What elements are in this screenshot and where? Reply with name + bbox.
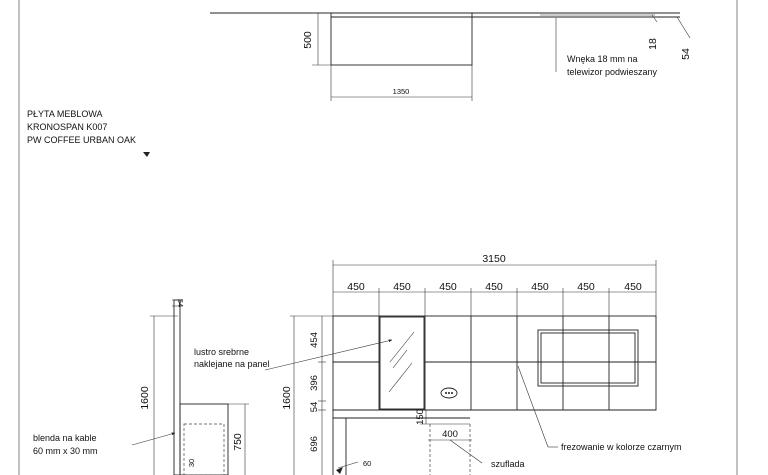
side-cabinet-inner bbox=[183, 423, 225, 475]
material-note: PŁYTA MEBLOWA KRONOSPAN K007 PW COFFEE U… bbox=[27, 109, 150, 157]
mirror-reflection-1 bbox=[389, 331, 415, 363]
milling-leader bbox=[517, 365, 549, 448]
mirror-reflection-2 bbox=[392, 349, 408, 369]
tv-outer bbox=[537, 329, 639, 387]
milling-note: frezowanie w kolorze czarnym bbox=[561, 442, 682, 452]
module-dim-6: 450 bbox=[577, 281, 595, 293]
blend-note-line2: 60 mm x 30 mm bbox=[33, 446, 98, 456]
side-cabinet bbox=[179, 403, 229, 475]
panel-part-2: 396 bbox=[309, 375, 320, 391]
drawer-note: szuflada bbox=[491, 459, 525, 469]
socket-pin-3 bbox=[451, 392, 453, 394]
width-dim-label: 1350 bbox=[393, 87, 410, 96]
offset-dim-leader bbox=[676, 16, 691, 39]
side-height-label: 1600 bbox=[139, 386, 151, 410]
side-small-dim-60: 60 bbox=[363, 459, 371, 468]
top-view-cabinet bbox=[330, 12, 473, 66]
panel-part-4: 696 bbox=[309, 436, 320, 452]
front-view: 3150 450 450 450 450 450 450 450 bbox=[194, 253, 682, 475]
mirror-reflection-3 bbox=[388, 362, 413, 393]
blend-note-line1: blenda na kable bbox=[33, 433, 97, 443]
mirror-note-leader bbox=[264, 339, 393, 371]
drawer-offset-label: 150 bbox=[415, 409, 426, 425]
socket-icon bbox=[440, 387, 458, 399]
top-view: 500 1350 Wnęka 18 mm na telewizor podwie… bbox=[210, 12, 692, 101]
dim-arrow-icon bbox=[336, 467, 343, 474]
recess-dim-leader bbox=[651, 14, 658, 23]
recess-note-line2: telewizor podwieszany bbox=[567, 67, 658, 77]
total-width-label: 3150 bbox=[482, 253, 506, 265]
material-line1: PŁYTA MEBLOWA bbox=[27, 109, 103, 119]
material-line2: KRONOSPAN K007 bbox=[27, 122, 107, 132]
small-dim-60-leader bbox=[337, 461, 359, 469]
blend-leader bbox=[131, 432, 176, 446]
panel-height-label: 1600 bbox=[281, 386, 293, 410]
module-dim-3: 450 bbox=[439, 281, 457, 293]
depth-dim-label: 500 bbox=[302, 31, 314, 49]
module-dim-1: 450 bbox=[347, 281, 365, 293]
side-wall-panel bbox=[173, 299, 181, 475]
side-top-thickness-label: 54 bbox=[176, 299, 185, 307]
socket-pin-2 bbox=[448, 392, 450, 394]
panel-part-3: 54 bbox=[309, 402, 320, 413]
material-arrow-icon bbox=[143, 152, 150, 157]
drawer-leader bbox=[449, 439, 483, 464]
drawer-width-label: 400 bbox=[442, 429, 458, 440]
socket-pin-1 bbox=[445, 392, 447, 394]
panel-part-1: 454 bbox=[309, 332, 320, 348]
module-dim-2: 450 bbox=[393, 281, 411, 293]
module-dim-5: 450 bbox=[531, 281, 549, 293]
module-dim-4: 450 bbox=[485, 281, 503, 293]
mirror-note-line1: lustro srebrne bbox=[194, 347, 249, 357]
module-dim-7: 450 bbox=[624, 281, 642, 293]
side-small-dim-30: 30 bbox=[187, 459, 196, 467]
material-line3: PW COFFEE URBAN OAK bbox=[27, 135, 136, 145]
recess-dim-label: 18 bbox=[647, 38, 659, 50]
mirror-panel bbox=[379, 316, 425, 410]
mirror-note-line2: naklejane na panel bbox=[194, 359, 270, 369]
tv-inner bbox=[540, 332, 636, 384]
recess-note-line1: Wnęka 18 mm na bbox=[567, 54, 638, 64]
offset-dim-label: 54 bbox=[680, 48, 692, 60]
side-view: 1600 54 750 30 blenda na kable 60 mm x 3… bbox=[33, 299, 371, 475]
side-cabinet-height-label: 750 bbox=[232, 433, 244, 451]
